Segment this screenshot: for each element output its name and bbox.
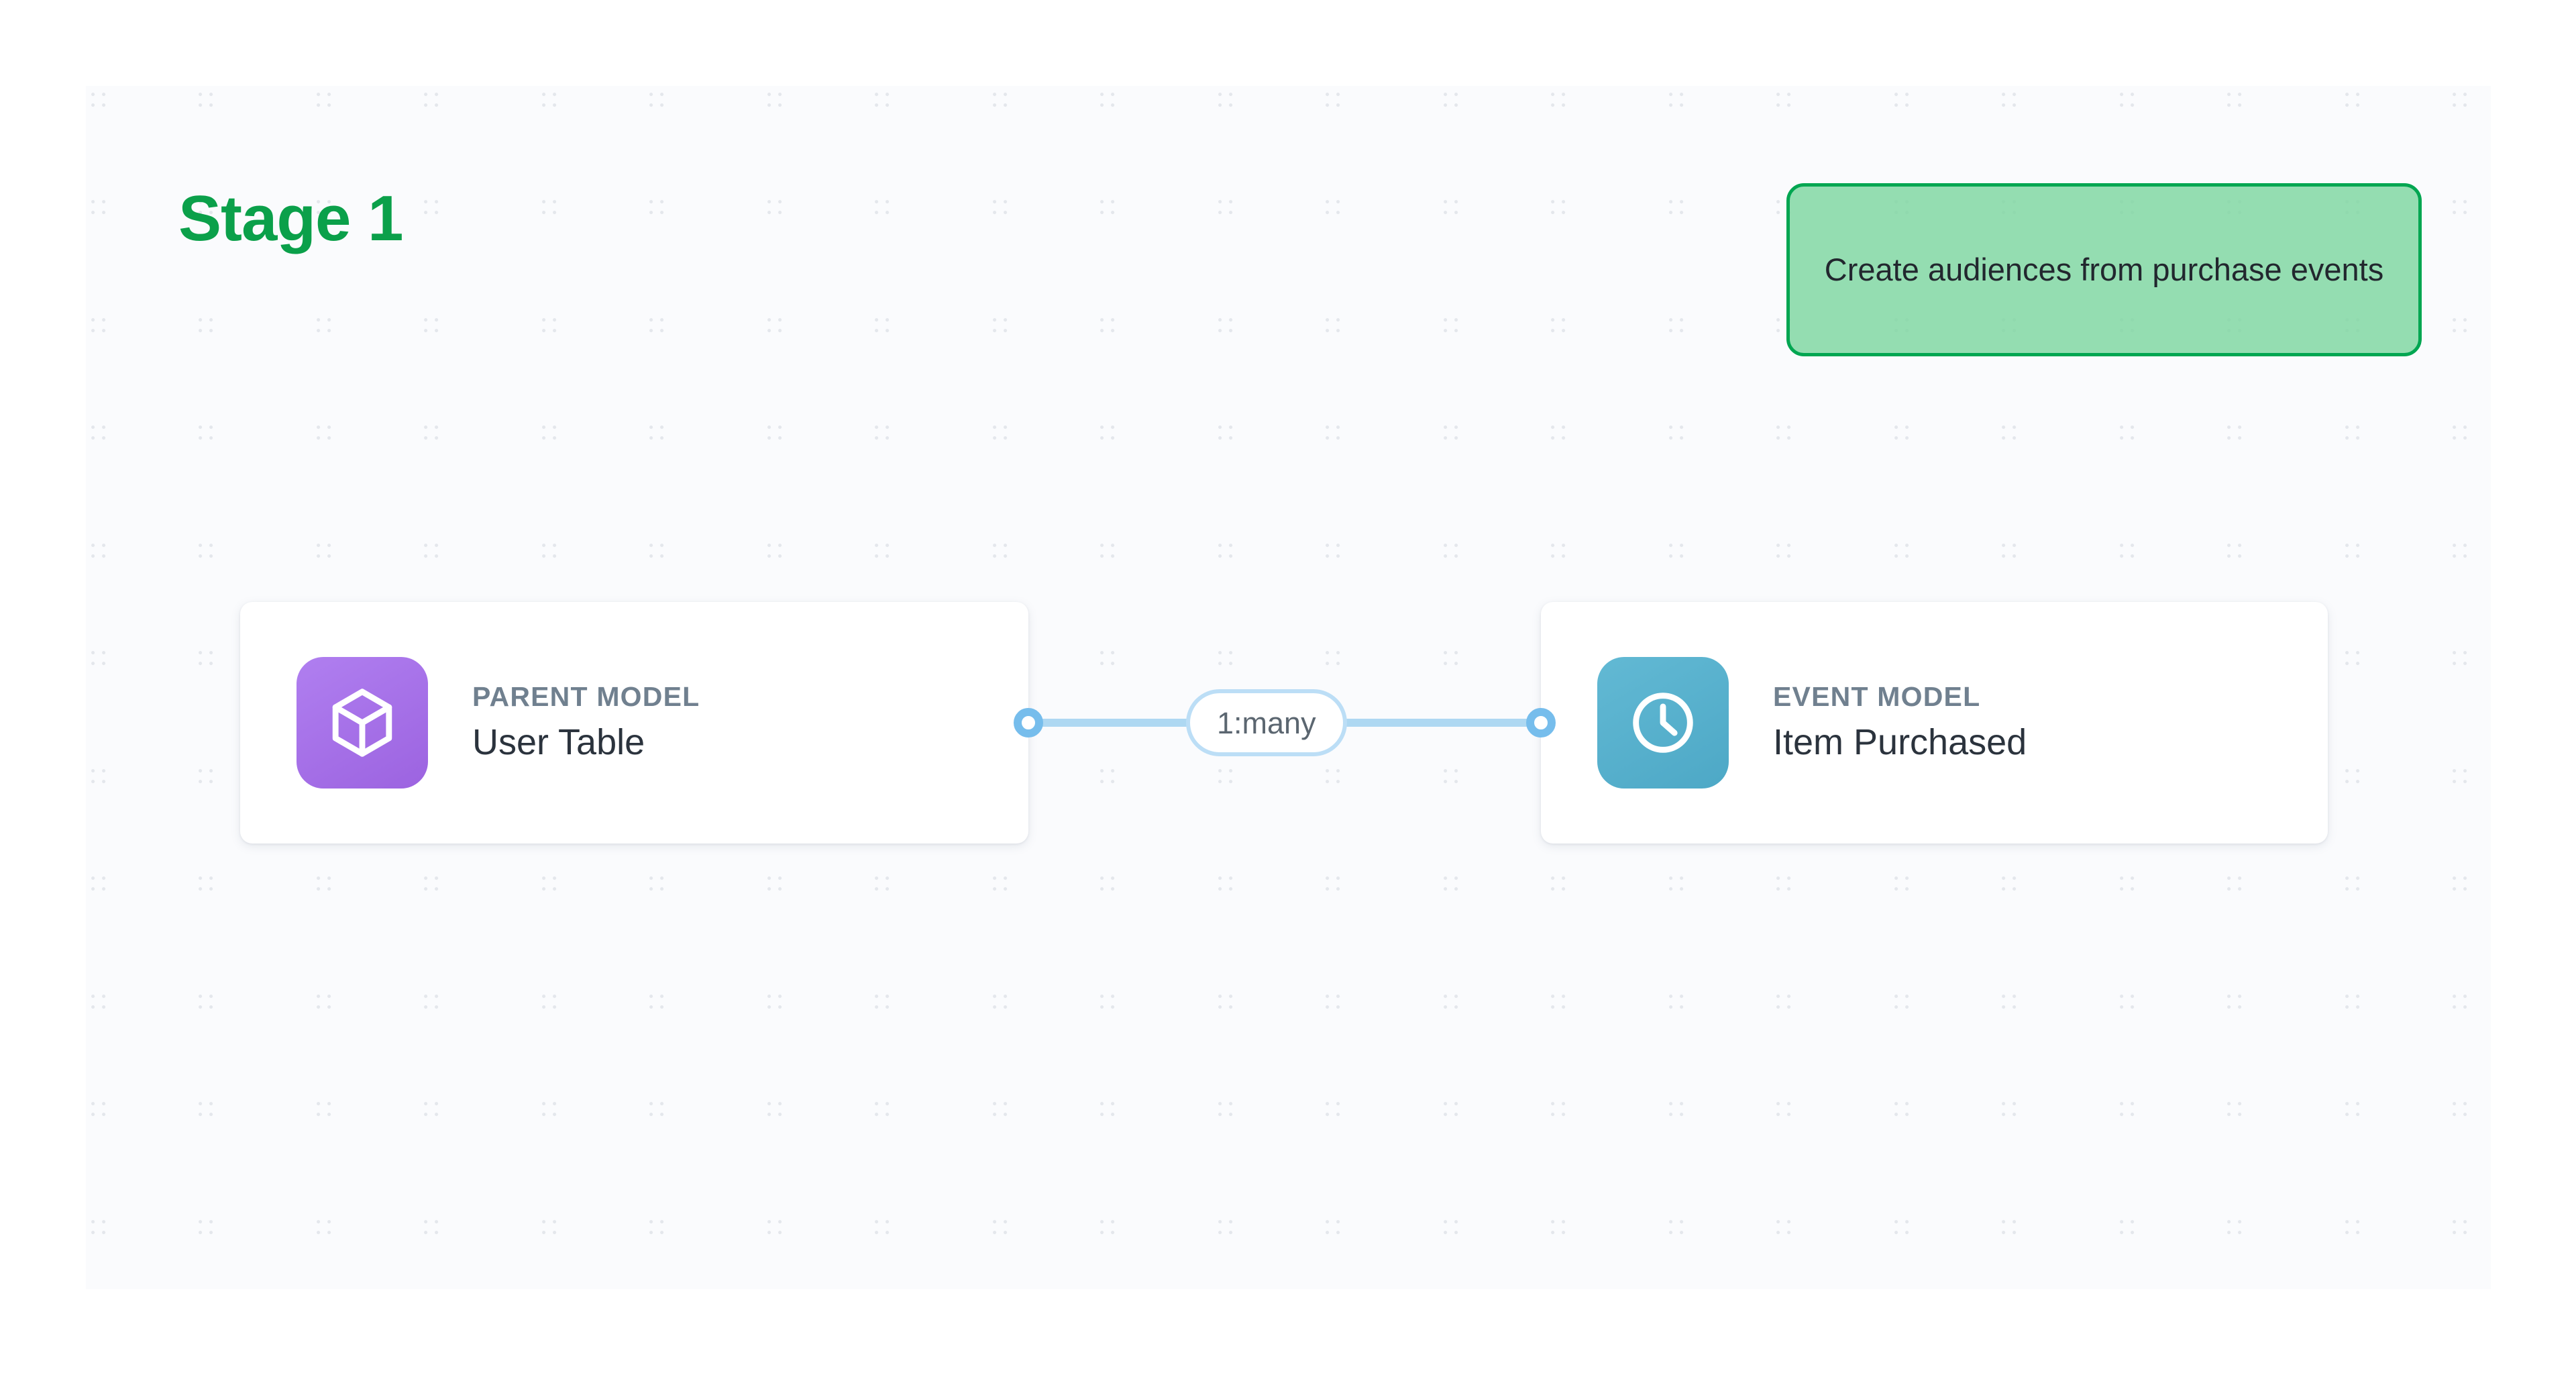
stage-callout: Create audiences from purchase events	[1786, 183, 2422, 356]
clock-icon	[1597, 657, 1729, 789]
edge-relationship-badge[interactable]: 1:many	[1186, 689, 1347, 756]
edge-relationship-label: 1:many	[1217, 705, 1316, 740]
node-title-parent-model: User Table	[472, 722, 645, 763]
node-title-event-model: Item Purchased	[1773, 722, 2027, 763]
node-text-parent-model: PARENT MODEL User Table	[472, 682, 700, 763]
stage-callout-text: Create audiences from purchase events	[1824, 252, 2384, 288]
edge-handle-source[interactable]	[1014, 708, 1043, 738]
edge-handle-target[interactable]	[1526, 708, 1556, 738]
cube-icon	[297, 657, 428, 789]
page-title: Stage 1	[178, 183, 403, 254]
node-card-event-model[interactable]: EVENT MODEL Item Purchased	[1541, 602, 2328, 844]
node-kicker-parent-model: PARENT MODEL	[472, 681, 700, 713]
node-kicker-event-model: EVENT MODEL	[1773, 681, 1981, 713]
node-text-event-model: EVENT MODEL Item Purchased	[1773, 682, 2027, 763]
node-card-parent-model[interactable]: PARENT MODEL User Table	[240, 602, 1028, 844]
